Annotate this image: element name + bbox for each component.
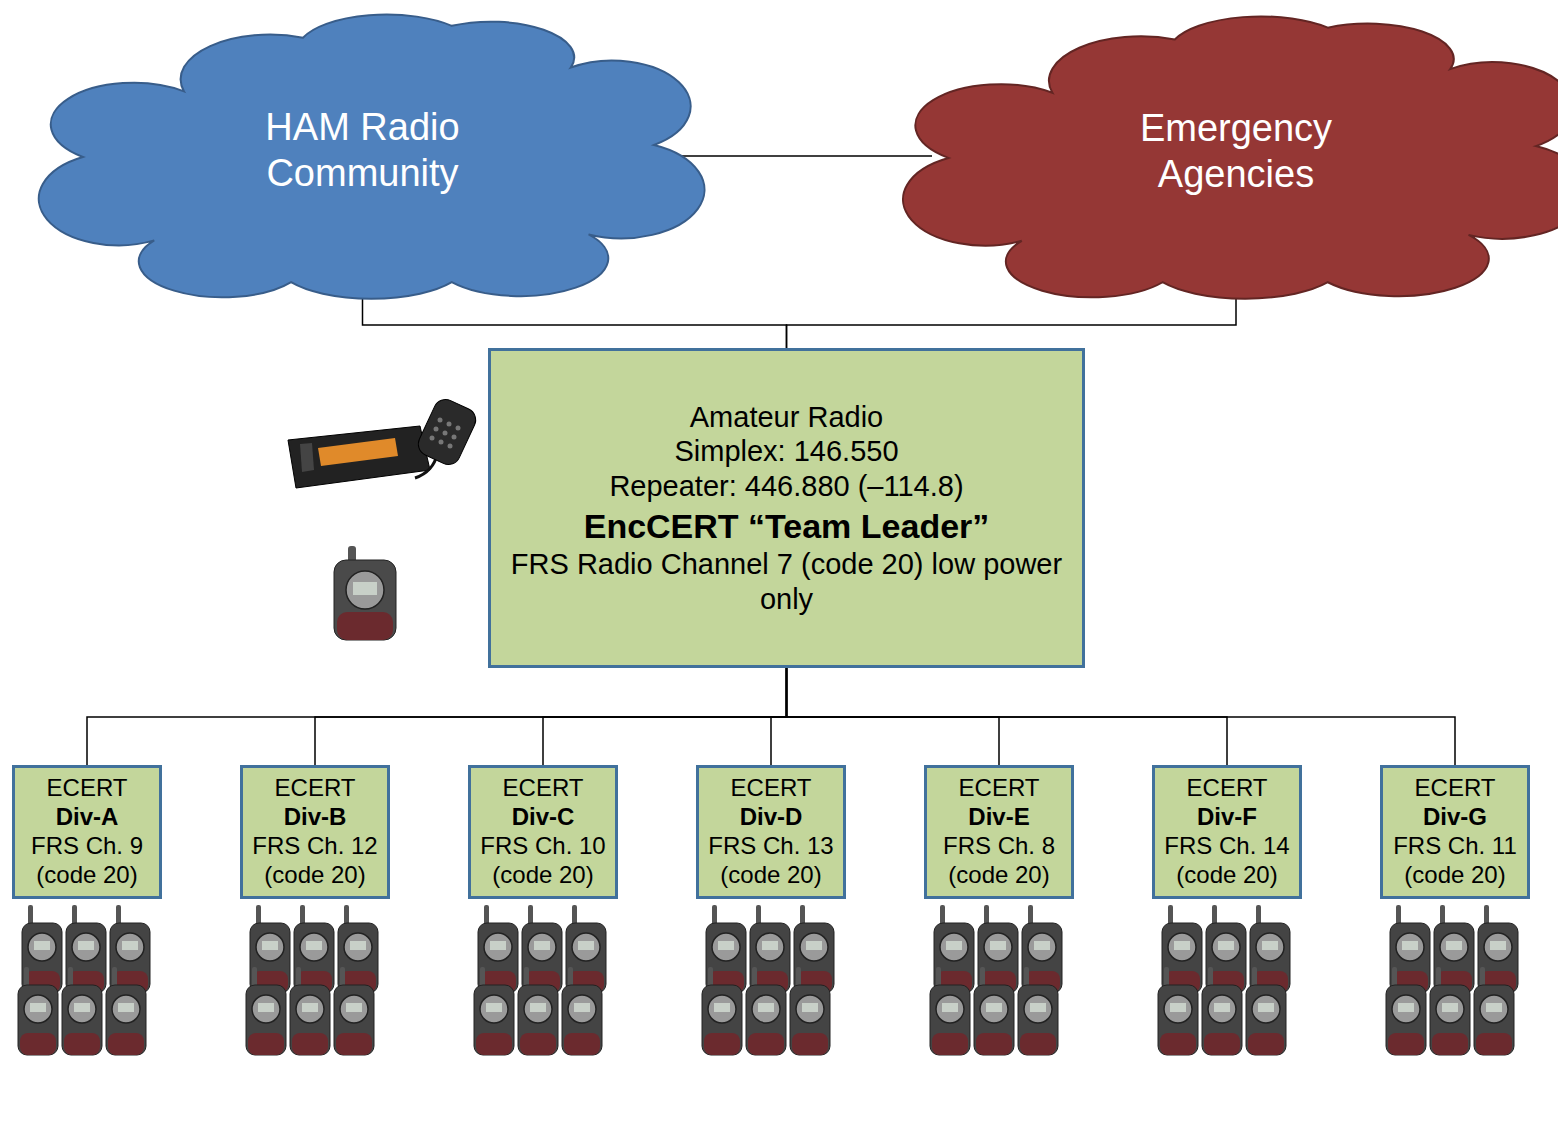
walkie-talkie (290, 967, 330, 1055)
walkie-talkie (246, 967, 286, 1055)
walkie-talkie (62, 967, 102, 1055)
box-text: ECERT (503, 774, 584, 803)
cloud-node: HAM Radio Community (65, 2, 660, 300)
walkie-talkie (930, 967, 970, 1055)
walkie-talkie (518, 967, 558, 1055)
box-text: Repeater: 446.880 (–114.8) (609, 469, 963, 504)
team-leader-box: Amateur RadioSimplex: 146.550Repeater: 4… (488, 348, 1085, 668)
box-text: FRS Ch. 12 (code 20) (248, 832, 382, 890)
walkie-talkie (1158, 967, 1198, 1055)
box-text: ECERT (731, 774, 812, 803)
cloud-outline (930, 4, 1542, 300)
box-heading: Div-A (56, 803, 119, 832)
walkie-talkie-groups (18, 905, 1518, 1055)
walkie-talkie (1246, 967, 1286, 1055)
division-box: ECERTDiv-AFRS Ch. 9 (code 20) (12, 765, 162, 899)
box-text: FRS Ch. 14 (code 20) (1160, 832, 1294, 890)
division-box: ECERTDiv-GFRS Ch. 11 (code 20) (1380, 765, 1530, 899)
box-text: FRS Radio Channel 7 (code 20) low power … (505, 547, 1068, 617)
box-text: FRS Ch. 10 (code 20) (476, 832, 610, 890)
connector-line (787, 667, 1000, 765)
walkie-talkie (562, 967, 602, 1055)
cloud-node: Emergency Agencies (930, 4, 1542, 300)
connector-line (315, 667, 787, 765)
box-text: Amateur Radio (690, 400, 883, 435)
box-text: ECERT (959, 774, 1040, 803)
walkie-talkie-group (1386, 905, 1518, 1055)
walkie-talkie-group (702, 905, 834, 1055)
mobile-radio (288, 396, 480, 488)
cloud-shape (39, 15, 705, 299)
box-text: FRS Ch. 13 (code 20) (704, 832, 838, 890)
walkie-talkie (106, 967, 146, 1055)
walkie-talkie (974, 967, 1014, 1055)
walkie-talkie-group (930, 905, 1062, 1055)
box-text: ECERT (1187, 774, 1268, 803)
box-text: ECERT (275, 774, 356, 803)
division-box: ECERTDiv-DFRS Ch. 13 (code 20) (696, 765, 846, 899)
walkie-talkie (1018, 967, 1058, 1055)
walkie-talkie-group (246, 905, 378, 1055)
connector-line (787, 667, 1456, 765)
box-heading: Div-B (284, 803, 347, 832)
cloud-label: Emergency Agencies (1086, 106, 1386, 197)
walkie-talkie (790, 967, 830, 1055)
walkie-talkie-group (1158, 905, 1290, 1055)
connector-line (658, 155, 932, 157)
box-text: FRS Ch. 9 (code 20) (20, 832, 154, 890)
connector-line (771, 667, 787, 765)
division-box: ECERTDiv-CFRS Ch. 10 (code 20) (468, 765, 618, 899)
connector-line (87, 667, 787, 765)
box-text: ECERT (47, 774, 128, 803)
box-text: FRS Ch. 8 (code 20) (932, 832, 1066, 890)
walkie-talkie (1474, 967, 1514, 1055)
cloud-shape (903, 16, 1558, 298)
box-heading: Div-D (740, 803, 803, 832)
walkie-talkie (334, 967, 374, 1055)
box-text: ECERT (1415, 774, 1496, 803)
cloud-outline (65, 2, 660, 300)
walkie-talkie (18, 967, 58, 1055)
walkie-talkie-group (18, 905, 150, 1055)
connector-line (543, 667, 787, 765)
connector-line (787, 299, 1237, 348)
division-box: ECERTDiv-BFRS Ch. 12 (code 20) (240, 765, 390, 899)
walkie-talkie-group (474, 905, 606, 1055)
box-heading: EncCERT “Team Leader” (584, 506, 990, 547)
walkie-talkie (1202, 967, 1242, 1055)
walkie-talkie (746, 967, 786, 1055)
connector-line (787, 667, 1228, 765)
box-heading: Div-F (1197, 803, 1257, 832)
walkie-talkie (1386, 967, 1426, 1055)
box-text: FRS Ch. 11 (code 20) (1388, 832, 1522, 890)
cloud-label: HAM Radio Community (213, 105, 513, 196)
handheld-radio (334, 546, 396, 640)
box-heading: Div-E (968, 803, 1029, 832)
walkie-talkie (1430, 967, 1470, 1055)
division-box: ECERTDiv-FFRS Ch. 14 (code 20) (1152, 765, 1302, 899)
box-heading: Div-G (1423, 803, 1487, 832)
box-heading: Div-C (512, 803, 575, 832)
division-box: ECERTDiv-EFRS Ch. 8 (code 20) (924, 765, 1074, 899)
walkie-talkie (474, 967, 514, 1055)
connector-line (363, 299, 787, 348)
walkie-talkie (702, 967, 742, 1055)
box-text: Simplex: 146.550 (674, 434, 898, 469)
